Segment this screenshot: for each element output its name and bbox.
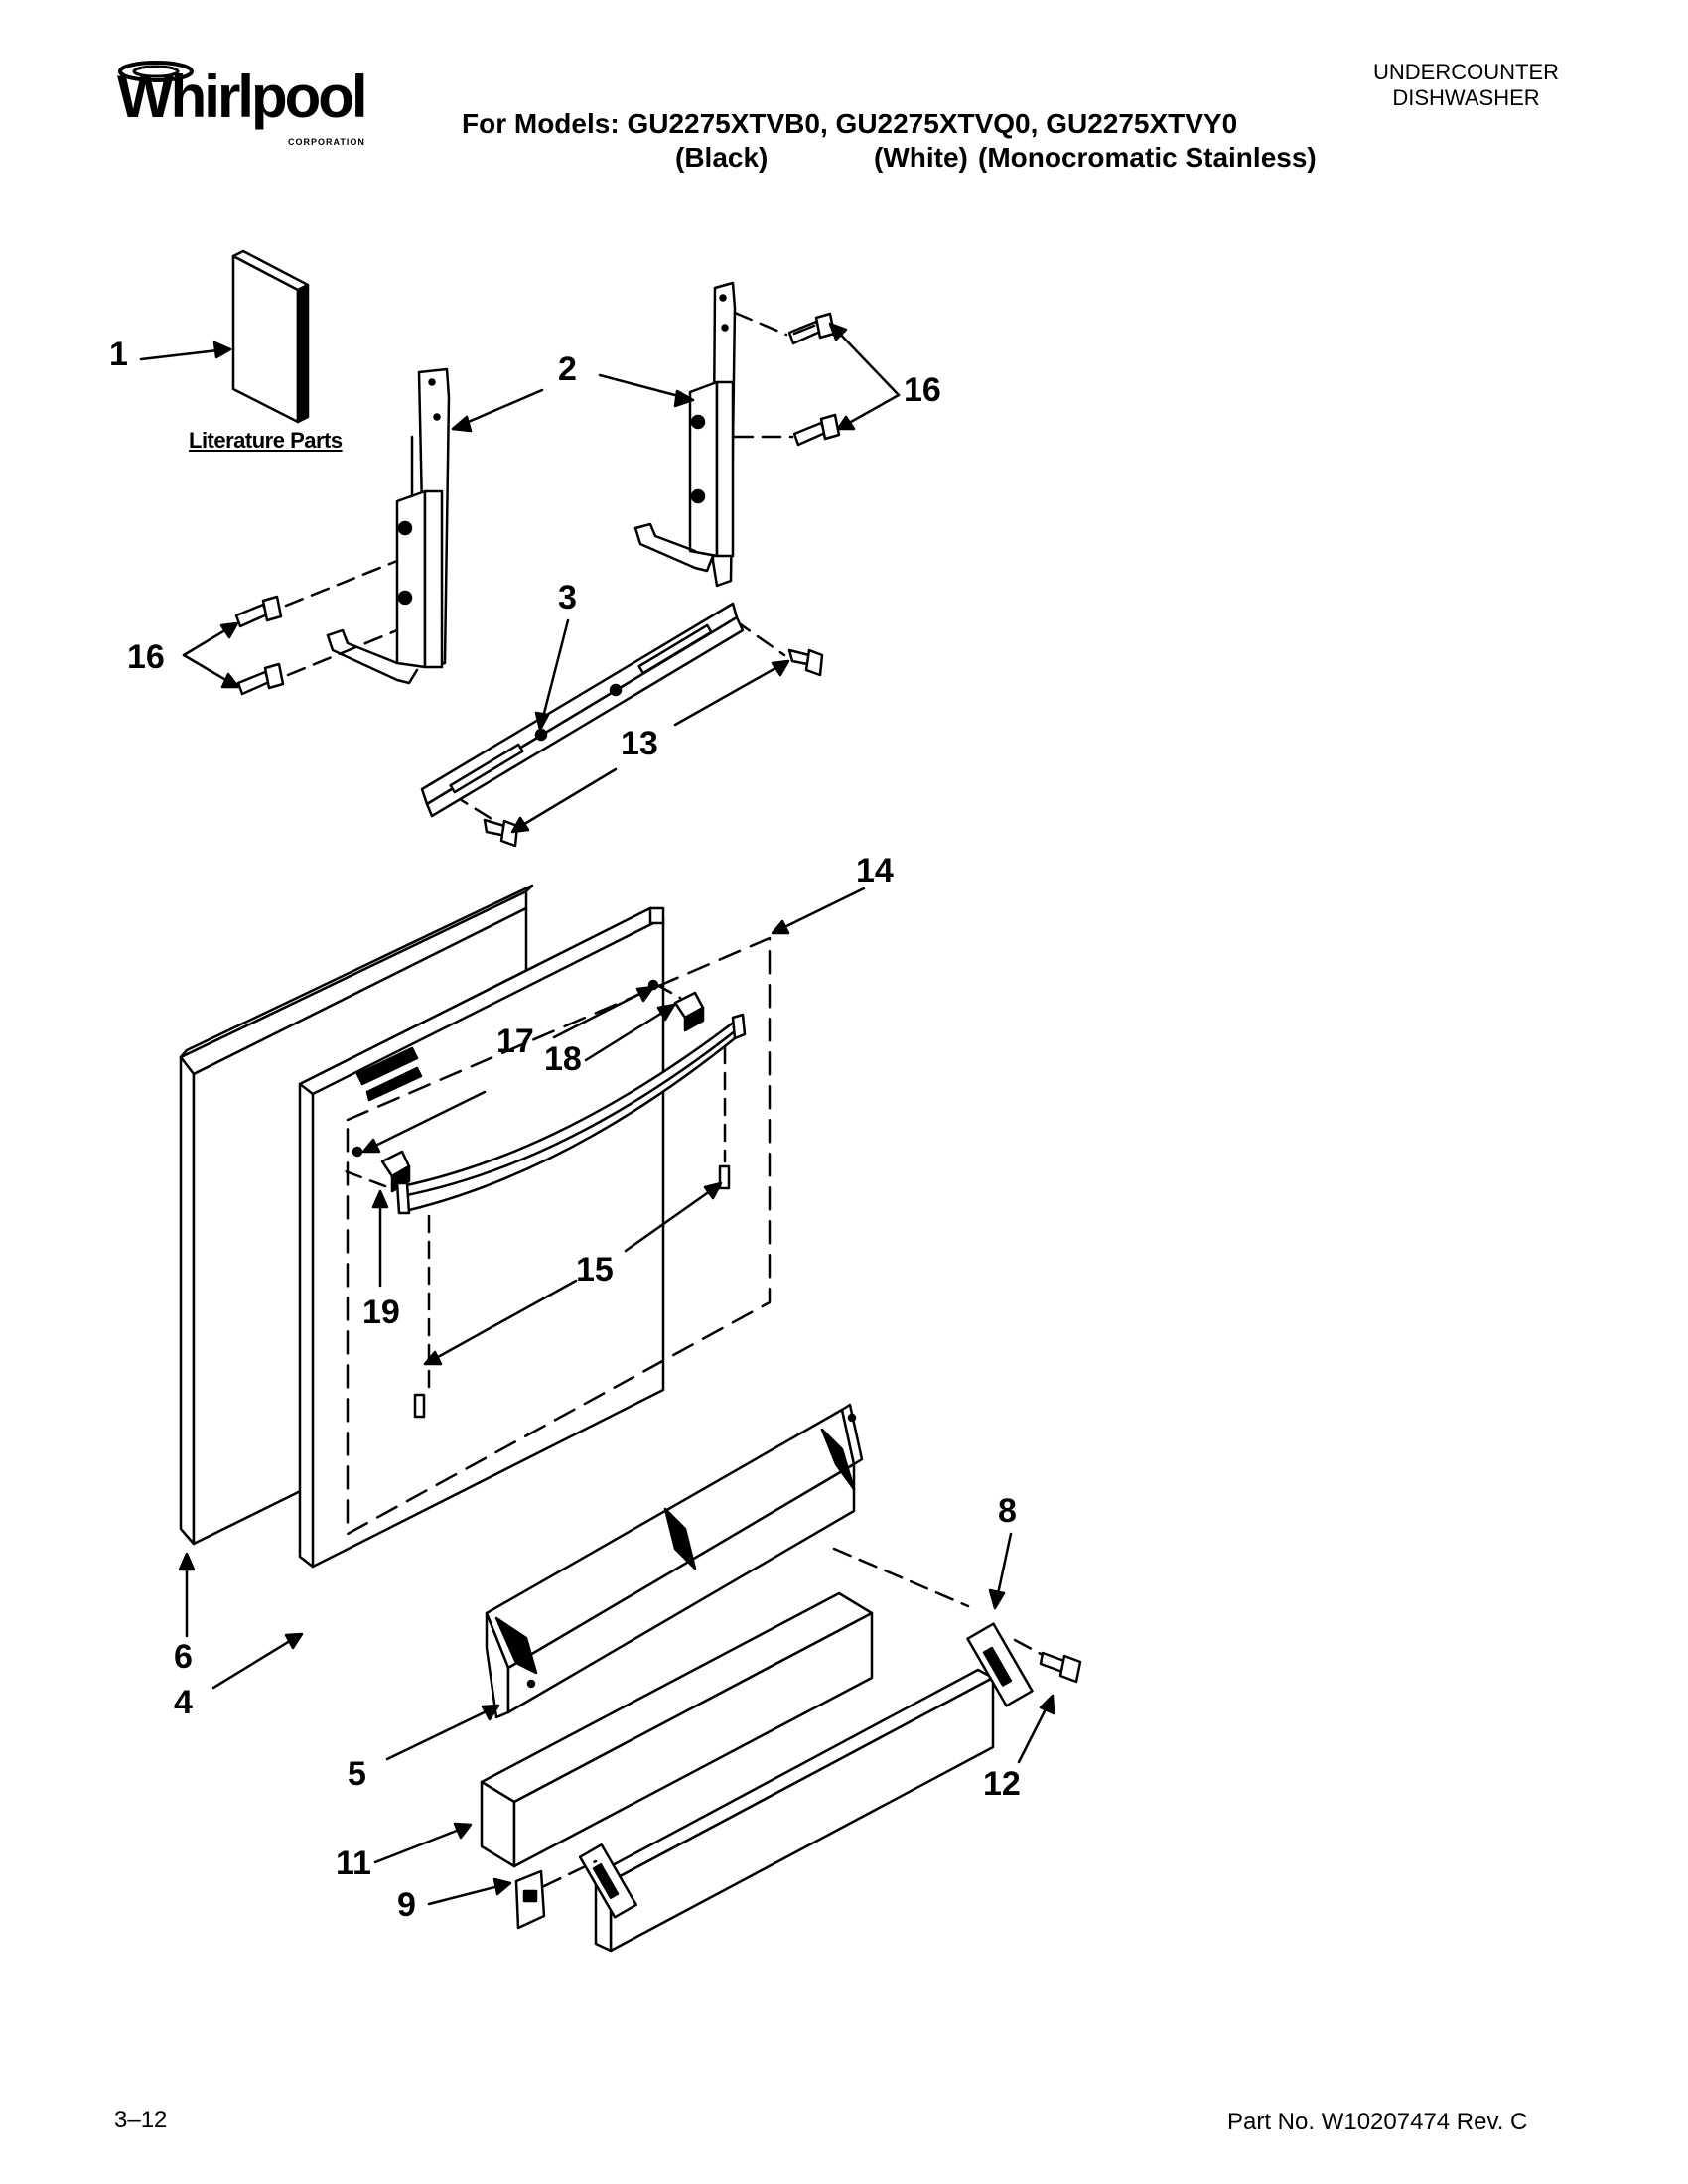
callout-16-right: 16	[904, 371, 941, 409]
logo-wordmark: Whirlpool	[117, 64, 368, 130]
callout-13: 13	[621, 725, 658, 762]
callout-3: 3	[558, 579, 577, 616]
logo-corporation: CORPORATION	[288, 137, 365, 147]
whirlpool-logo: Whirlpool CORPORATION	[111, 58, 379, 157]
door-vents	[355, 1046, 423, 1102]
mounting-rail	[420, 602, 745, 818]
handle-clip-right	[647, 979, 705, 1032]
logo-swoosh-icon	[118, 61, 194, 82]
screw-12	[1039, 1651, 1082, 1684]
callout-12: 12	[983, 1765, 1021, 1803]
callout-4: 4	[174, 1684, 193, 1721]
callout-2: 2	[558, 350, 577, 388]
callout-5: 5	[348, 1755, 366, 1793]
kick-panel-guide-lines	[542, 1547, 1043, 1888]
stud-15-right	[718, 1164, 731, 1190]
toe-panel-brace	[485, 1403, 864, 1719]
product-line-1: UNDERCOUNTER	[1373, 60, 1559, 84]
insulation-block	[480, 1591, 874, 1868]
callout-14: 14	[856, 852, 894, 889]
models-header: For Models: GU2275XTVB0, GU2275XTVQ0, GU…	[462, 107, 1317, 173]
callout-16-left: 16	[127, 638, 165, 676]
clip-9	[514, 1869, 546, 1930]
screw-16-right-upper	[787, 312, 836, 345]
callout-leaders	[139, 322, 1055, 1906]
callout-15: 15	[576, 1251, 614, 1289]
product-line-2: DISHWASHER	[1392, 85, 1540, 110]
callout-18: 18	[544, 1040, 582, 1078]
screw-13-right	[787, 648, 824, 677]
door-outer-panel	[298, 906, 665, 1569]
callout-19: 19	[362, 1294, 400, 1331]
hinge-bracket-left	[326, 367, 451, 685]
callout-8: 8	[998, 1492, 1017, 1530]
callout-6: 6	[174, 1638, 193, 1676]
models-line: For Models: GU2275XTVB0, GU2275XTVQ0, GU…	[462, 108, 1238, 139]
color-white: (White)	[874, 142, 968, 173]
callout-1: 1	[109, 336, 128, 373]
page-number: 3–12	[114, 2107, 168, 2133]
callout-17: 17	[496, 1023, 534, 1060]
color-stainless: (Monocromatic Stainless)	[978, 142, 1317, 173]
screw-13-left	[483, 818, 519, 848]
stud-15-left	[413, 1393, 426, 1419]
screw-16-left-lower	[236, 662, 285, 696]
toe-kick-panel	[578, 1622, 1034, 1953]
screw-16-left-upper	[234, 595, 283, 628]
product-type: UNDERCOUNTER DISHWASHER	[1373, 60, 1559, 111]
callout-11: 11	[336, 1844, 371, 1882]
screw-16-right-lower	[792, 413, 841, 447]
color-black: (Black)	[675, 142, 769, 173]
hinge-bracket-right	[633, 281, 737, 588]
callout-9: 9	[397, 1886, 416, 1924]
part-number: Part No. W10207474 Rev. C	[1227, 2109, 1528, 2135]
literature-parts-label: Literature Parts	[189, 428, 343, 453]
door-handle	[395, 1013, 747, 1215]
literature-booklet	[231, 249, 310, 424]
